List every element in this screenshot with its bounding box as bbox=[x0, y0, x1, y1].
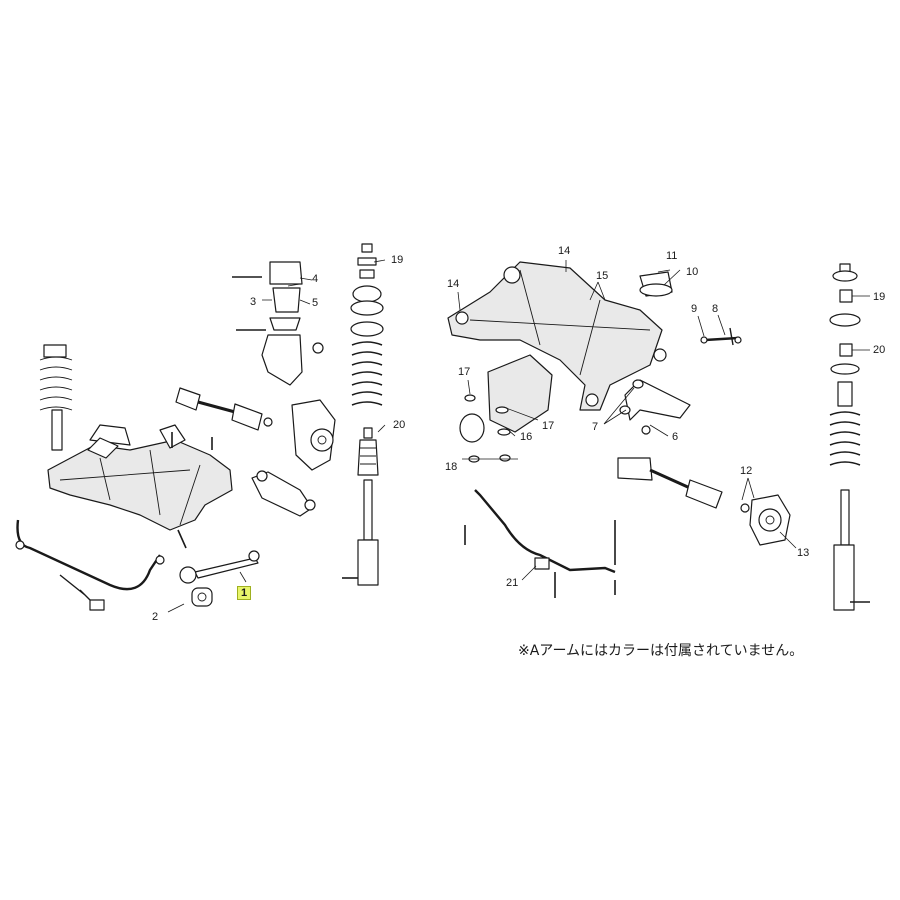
callout-4: 4 bbox=[312, 273, 319, 285]
subframe-mount-bushing bbox=[455, 311, 469, 325]
front-drive-shaft bbox=[175, 387, 273, 431]
callout-19-rear: 19 bbox=[873, 291, 886, 303]
callout-6: 6 bbox=[672, 431, 679, 443]
callout-14-left: 14 bbox=[447, 278, 460, 290]
top-nut bbox=[361, 243, 373, 253]
callout-21: 21 bbox=[506, 577, 519, 589]
callout-18: 18 bbox=[445, 461, 458, 473]
bracket-parts-10-11 bbox=[639, 271, 673, 297]
callout-17-upper: 17 bbox=[458, 366, 471, 378]
callout-14-top: 14 bbox=[558, 245, 571, 257]
callout-7: 7 bbox=[592, 421, 599, 433]
front-suspension-assembly bbox=[15, 261, 336, 613]
callout-2: 2 bbox=[152, 611, 159, 623]
lower-arm-part-1 bbox=[179, 550, 260, 584]
front-subframe bbox=[47, 424, 233, 531]
knuckle-bracket-parts-3-4-5 bbox=[232, 261, 324, 386]
callout-10: 10 bbox=[686, 266, 699, 278]
callout-12: 12 bbox=[740, 465, 753, 477]
rear-hub-knuckle bbox=[749, 494, 791, 546]
callout-16: 16 bbox=[520, 431, 533, 443]
front-strut-coil-spring bbox=[39, 344, 73, 451]
callout-20-front: 20 bbox=[393, 419, 406, 431]
front-bolts bbox=[171, 432, 213, 549]
right-strut-column bbox=[829, 263, 870, 611]
front-axle-joint bbox=[87, 437, 119, 459]
rear-upper-arm-parts-6-7 bbox=[619, 379, 691, 435]
rear-subframe-assembly bbox=[447, 261, 667, 411]
callout-9: 9 bbox=[691, 303, 698, 315]
callout-19-front: 19 bbox=[391, 254, 404, 266]
callout-15: 15 bbox=[596, 270, 609, 282]
front-hub-knuckle bbox=[291, 399, 336, 471]
bushing-part-2 bbox=[191, 587, 213, 607]
front-anti-roll-bar bbox=[15, 519, 165, 611]
callout-5: 5 bbox=[312, 297, 319, 309]
rear-anti-roll-bar bbox=[464, 489, 616, 598]
callout-17-lower: 17 bbox=[542, 420, 555, 432]
middle-strut-column bbox=[342, 243, 384, 586]
leader-lines bbox=[287, 259, 870, 581]
footnote-a-arm-collar: ※Aアームにはカラーは付属されていません。 bbox=[518, 643, 804, 659]
callout-8: 8 bbox=[712, 303, 719, 315]
front-steering-link bbox=[251, 470, 316, 517]
rear-drive-shaft bbox=[617, 457, 750, 513]
callout-3: 3 bbox=[250, 296, 257, 308]
link-parts-8-9 bbox=[700, 327, 742, 346]
callout-11: 11 bbox=[666, 250, 678, 262]
rear-differential bbox=[459, 354, 553, 463]
callout-13: 13 bbox=[797, 547, 810, 559]
callout-1-highlighted: 1 bbox=[237, 586, 252, 600]
callout-20-rear: 20 bbox=[873, 344, 886, 356]
